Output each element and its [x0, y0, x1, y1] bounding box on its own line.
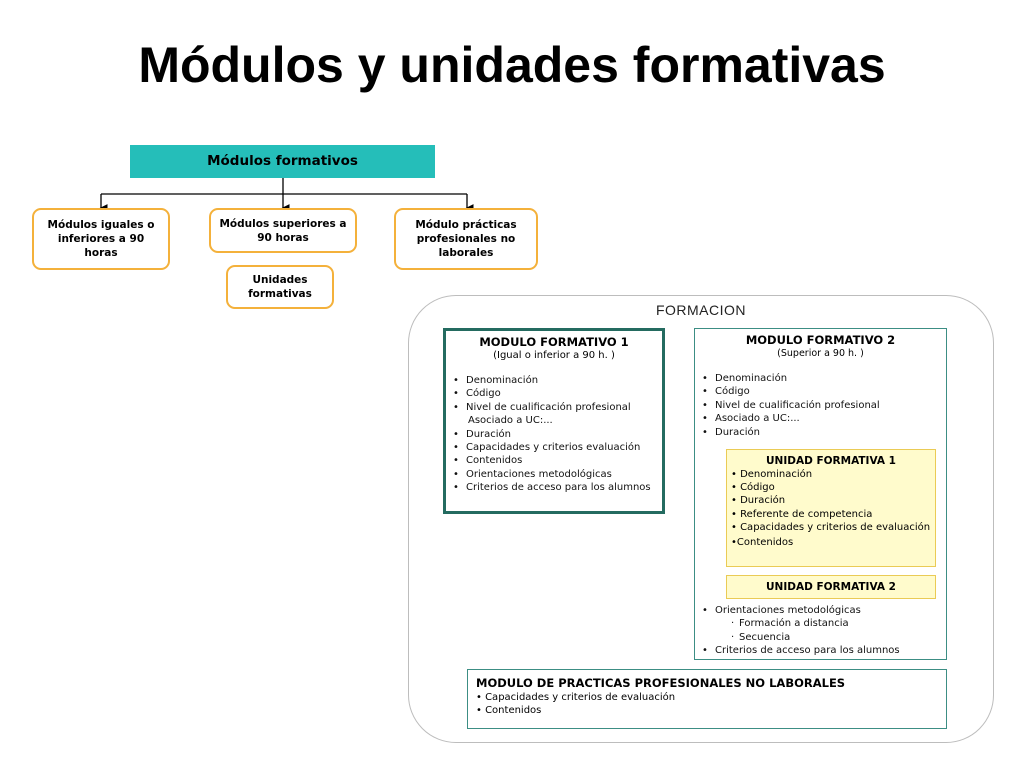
org-node-label: Unidades formativas: [248, 274, 312, 300]
modulo-formativo-1-box: MODULO FORMATIVO 1 (Igual o inferior a 9…: [443, 328, 665, 514]
list-item: Duración: [446, 428, 662, 442]
org-node-label: Módulos superiores a 90 horas: [219, 217, 347, 244]
unidad-formativa-2-box: UNIDAD FORMATIVA 2: [726, 575, 936, 599]
org-node-label: Módulo prácticas profesionales no labora…: [415, 219, 517, 259]
list-item: Contenidos: [731, 536, 931, 549]
list-item: Referente de competencia: [731, 508, 931, 521]
formacion-title: FORMACION: [655, 302, 747, 318]
list-item: Código: [446, 387, 662, 401]
modulo-practicas-title: MODULO DE PRACTICAS PROFESIONALES NO LAB…: [476, 676, 846, 690]
list-item: Denominación: [695, 372, 946, 386]
org-node-superiores: Módulos superiores a 90 horas: [209, 208, 357, 253]
modulo-2-after-list: Orientaciones metodológicas Formación a …: [695, 604, 900, 658]
modulo-2-list: Denominación Código Nivel de cualificaci…: [695, 372, 946, 439]
unidad-1-title: UNIDAD FORMATIVA 1: [766, 455, 896, 467]
list-item: Contenidos: [476, 704, 938, 717]
modulo-1-list: Denominación Código Nivel de cualificaci…: [446, 374, 662, 495]
list-item: Formación a distancia: [695, 617, 900, 631]
modulo-1-title: MODULO FORMATIVO 1: [479, 335, 629, 349]
unidad-1-list: Denominación Código Duración Referente d…: [727, 468, 935, 549]
page-title: Módulos y unidades formativas: [138, 37, 886, 93]
list-item: Nivel de cualificación profesional: [695, 399, 946, 413]
list-item: Criterios de acceso para los alumnos: [695, 644, 900, 658]
list-item: Asociado a UC:...: [695, 412, 946, 426]
list-item: Criterios de acceso para los alumnos: [446, 481, 662, 495]
modulo-2-subtitle: (Superior a 90 h. ): [777, 348, 864, 359]
org-node-unidades-formativas: Unidades formativas: [226, 265, 334, 309]
list-item: Duración: [731, 494, 931, 507]
list-item: Capacidades y criterios de evaluación: [476, 691, 938, 704]
modulo-practicas-list: Capacidades y criterios de evaluación Co…: [468, 691, 946, 717]
list-item: Código: [695, 385, 946, 399]
org-node-iguales-inferiores: Módulos iguales o inferiores a 90 horas: [32, 208, 170, 270]
list-item: Capacidades y criterios de evaluación: [731, 521, 931, 534]
org-node-label: Módulos iguales o inferiores a 90 horas: [47, 219, 155, 259]
unidad-formativa-1-box: UNIDAD FORMATIVA 1 Denominación Código D…: [726, 449, 936, 567]
list-item: Contenidos: [446, 454, 662, 468]
list-item: Asociado a UC:...: [468, 415, 553, 427]
org-node-practicas: Módulo prácticas profesionales no labora…: [394, 208, 538, 270]
org-root-node: Módulos formativos: [130, 145, 435, 178]
modulo-1-subtitle: (Igual o inferior a 90 h. ): [493, 350, 615, 361]
unidad-2-title: UNIDAD FORMATIVA 2: [766, 581, 896, 593]
list-item: Denominación: [446, 374, 662, 388]
list-item: Código: [731, 481, 931, 494]
list-item: Orientaciones metodológicas: [446, 468, 662, 482]
list-item: Secuencia: [695, 631, 900, 645]
list-item: Duración: [695, 426, 946, 440]
list-item: Nivel de cualificación profesional: [446, 401, 662, 415]
list-item: Capacidades y criterios evaluación: [446, 441, 662, 455]
list-item: Orientaciones metodológicas: [695, 604, 900, 618]
list-item: Denominación: [731, 468, 931, 481]
modulo-practicas-box: MODULO DE PRACTICAS PROFESIONALES NO LAB…: [467, 669, 947, 729]
modulo-2-title: MODULO FORMATIVO 2: [745, 333, 896, 347]
